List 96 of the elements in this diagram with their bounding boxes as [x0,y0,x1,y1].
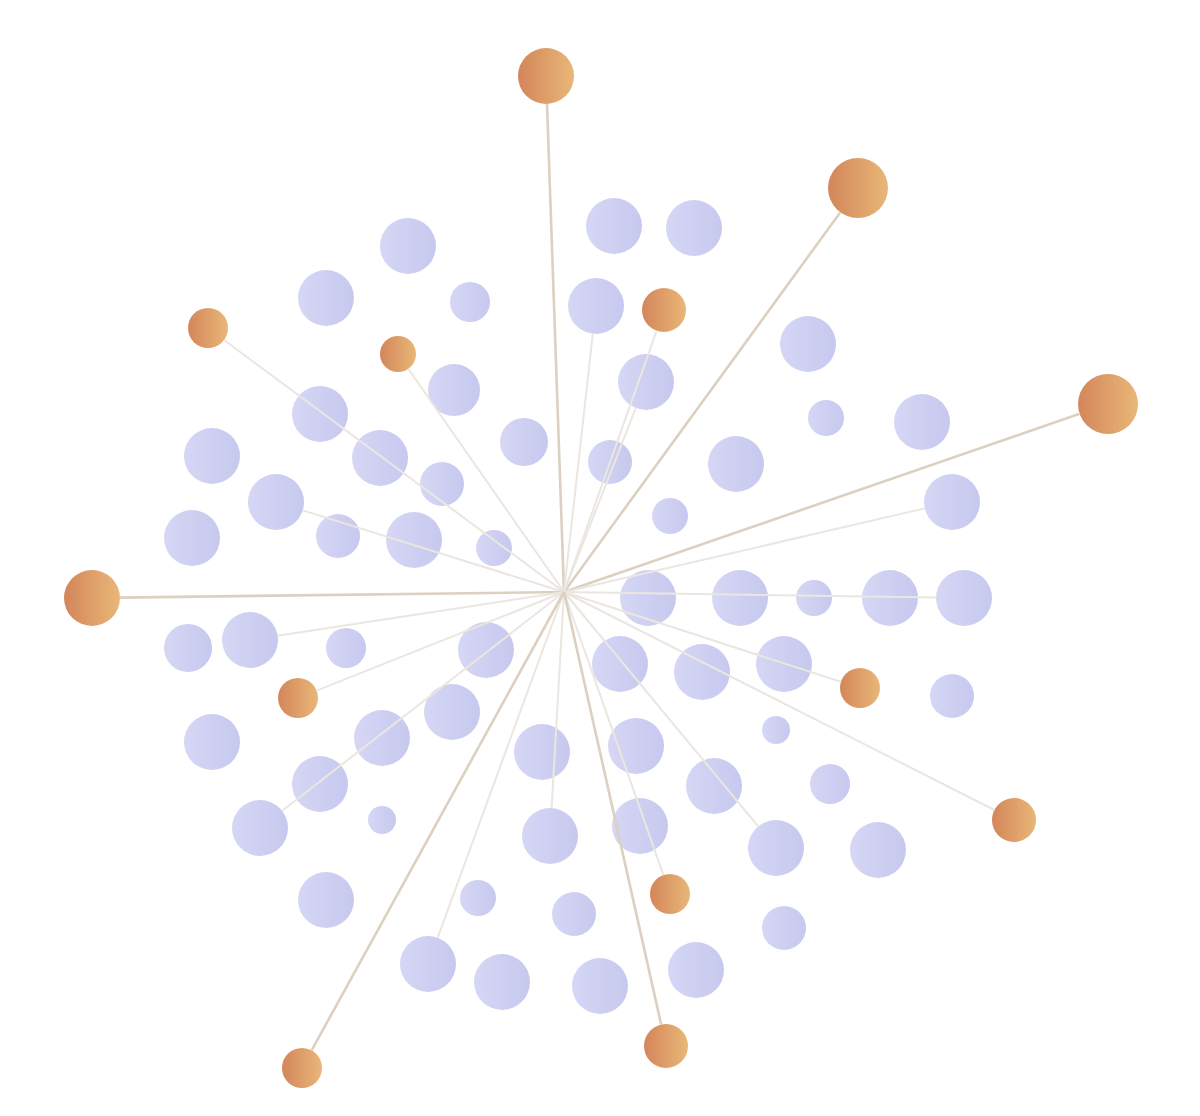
bubble [808,400,844,436]
highlighted-bubble [64,570,120,626]
connector-line [562,591,663,1025]
connector-line [563,591,937,599]
bubble [292,386,348,442]
bubble [612,798,668,854]
bubble [712,570,768,626]
connector-line [563,507,926,593]
bubble [668,942,724,998]
highlighted-bubble [650,874,690,914]
bubble [894,394,950,450]
connector-line [563,332,594,593]
bubble [474,954,530,1010]
connector-line [550,591,565,809]
highlighted-bubble [188,308,228,348]
bubble [298,872,354,928]
connector-line [276,591,565,637]
bubble [298,270,354,326]
connector-line [563,591,665,877]
bubble [708,436,764,492]
bubble [514,724,570,780]
connector-line [310,591,566,1052]
bubble [420,462,464,506]
connector-line [301,509,565,593]
connector-line [563,591,996,811]
connector-line [223,339,565,593]
bubble [796,580,832,616]
bubble [608,718,664,774]
connector-line [315,591,565,692]
connector-line [545,103,566,593]
bubble [652,498,688,534]
connector-line [562,211,842,593]
bubble [380,218,436,274]
bubble [620,570,676,626]
highlighted-bubble [992,798,1036,842]
bubble [780,316,836,372]
bubble [588,440,632,484]
bubble [930,674,974,718]
bubble [222,612,278,668]
connector-line [120,590,564,599]
bubble [500,418,548,466]
highlighted-bubble [282,1048,322,1088]
bubble [164,624,212,672]
bubble [666,200,722,256]
bubble [184,428,240,484]
bubble [552,892,596,936]
bubble [184,714,240,770]
bubble [586,198,642,254]
bubble [762,716,790,744]
highlighted-bubble [518,48,574,104]
bubble [164,510,220,566]
bubble [810,764,850,804]
bubble [248,474,304,530]
bubble [292,756,348,812]
bubble [458,622,514,678]
highlighted-bubble [644,1024,688,1068]
bubble [316,514,360,558]
connector-line [563,591,760,828]
bubble [572,958,628,1014]
bubble [936,570,992,626]
bubble [400,936,456,992]
connector-line [281,591,565,812]
connector-line [563,591,842,683]
highlighted-bubble [380,336,416,372]
bubble [232,800,288,856]
connector-line [407,367,565,593]
highlighted-bubble [278,678,318,718]
bubble [850,822,906,878]
bubble [352,430,408,486]
highlighted-bubble [828,158,888,218]
bubble [592,636,648,692]
connector-line [563,407,637,593]
bubble [686,758,742,814]
bubble [460,880,496,916]
bubble [762,906,806,950]
bubble [522,808,578,864]
bubble [354,710,410,766]
bubble [924,474,980,530]
highlighted-bubble [1078,374,1138,434]
connector-line [563,412,1081,594]
bubble [568,278,624,334]
highlighted-bubble [840,668,880,708]
highlighted-bubble [642,288,686,332]
bubble [386,512,442,568]
bubble [618,354,674,410]
connector-line [436,591,565,939]
bubble [476,530,512,566]
bubble [424,684,480,740]
bubble [326,628,366,668]
bubble [450,282,490,322]
bubble [748,820,804,876]
bubble [428,364,480,416]
bubble [674,644,730,700]
bubble [368,806,396,834]
bubble [862,570,918,626]
bubble [756,636,812,692]
